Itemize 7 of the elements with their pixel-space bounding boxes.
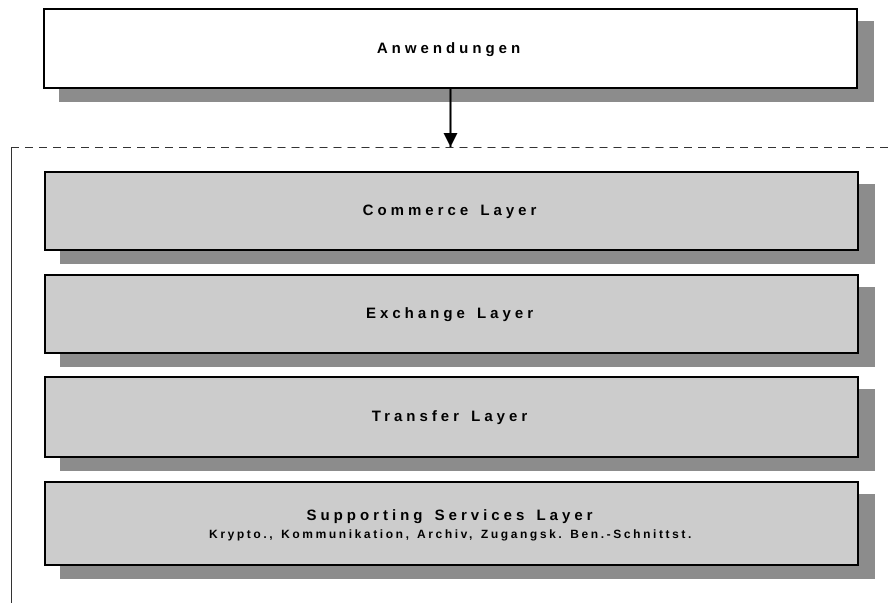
layer-title: Exchange Layer (366, 304, 538, 324)
layer-title: Transfer Layer (372, 407, 532, 427)
layer-title: Anwendungen (376, 38, 524, 58)
layer-description: Krypto., Kommunikation, Archiv, Zugangsk. Ben.-Schnittst. (209, 526, 694, 542)
layer-title: Commerce Layer (362, 201, 540, 221)
layer-title: Supporting Services Layer (306, 506, 597, 526)
arrow (444, 89, 458, 147)
